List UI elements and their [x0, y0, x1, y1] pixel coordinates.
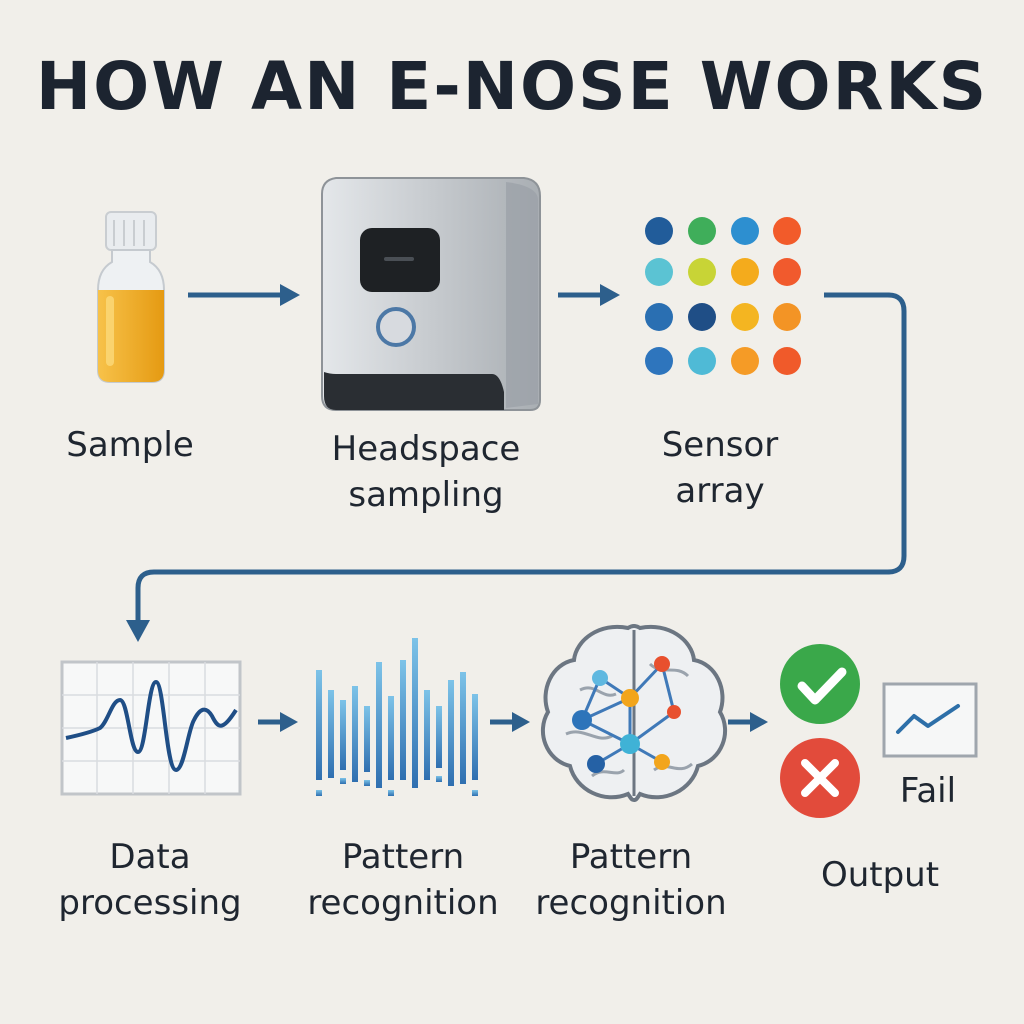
label-sensor-line2: array: [675, 471, 765, 511]
neural-brain-icon: [541, 624, 727, 803]
arrow-4: [490, 712, 530, 732]
signal-chart-icon: [60, 660, 242, 796]
label-data-line1: Data: [109, 837, 191, 877]
label-pattern-a-line1: Pattern: [341, 837, 465, 877]
arrow-1: [188, 284, 300, 306]
label-pattern-b-line2: recognition: [535, 883, 727, 923]
label-output: Output: [820, 855, 940, 895]
sensor-array-icon: [645, 217, 801, 375]
label-sample: Sample: [40, 422, 220, 468]
label-sensor-array: Sensor array: [620, 422, 820, 514]
label-sample-text: Sample: [66, 425, 194, 465]
arrow-2: [558, 284, 620, 306]
label-pattern-recognition-1: Pattern recognition: [296, 834, 510, 926]
arrow-5: [728, 712, 768, 732]
headspace-sampler-icon: [321, 177, 541, 411]
label-sensor-line1: Sensor: [661, 425, 779, 465]
label-data-processing: Data processing: [40, 834, 260, 926]
label-headspace: Headspace sampling: [316, 426, 536, 518]
cross-icon: [780, 738, 860, 818]
label-fail: Fail: [899, 771, 957, 811]
page-title: HOW AN E-NOSE WORKS: [35, 48, 989, 125]
check-icon: [780, 644, 860, 724]
label-pattern-a-line2: recognition: [307, 883, 499, 923]
vial-icon: [97, 211, 165, 383]
connector-arrow: [126, 292, 907, 642]
bar-pattern-icon: [316, 638, 478, 796]
label-pattern-recognition-2: Pattern recognition: [524, 834, 738, 926]
label-data-line2: processing: [58, 883, 242, 923]
trend-chart-icon: [882, 682, 978, 758]
arrow-3: [258, 712, 298, 732]
label-pattern-b-line1: Pattern: [569, 837, 693, 877]
label-headspace-line1: Headspace: [331, 429, 521, 469]
label-headspace-line2: sampling: [348, 475, 504, 515]
